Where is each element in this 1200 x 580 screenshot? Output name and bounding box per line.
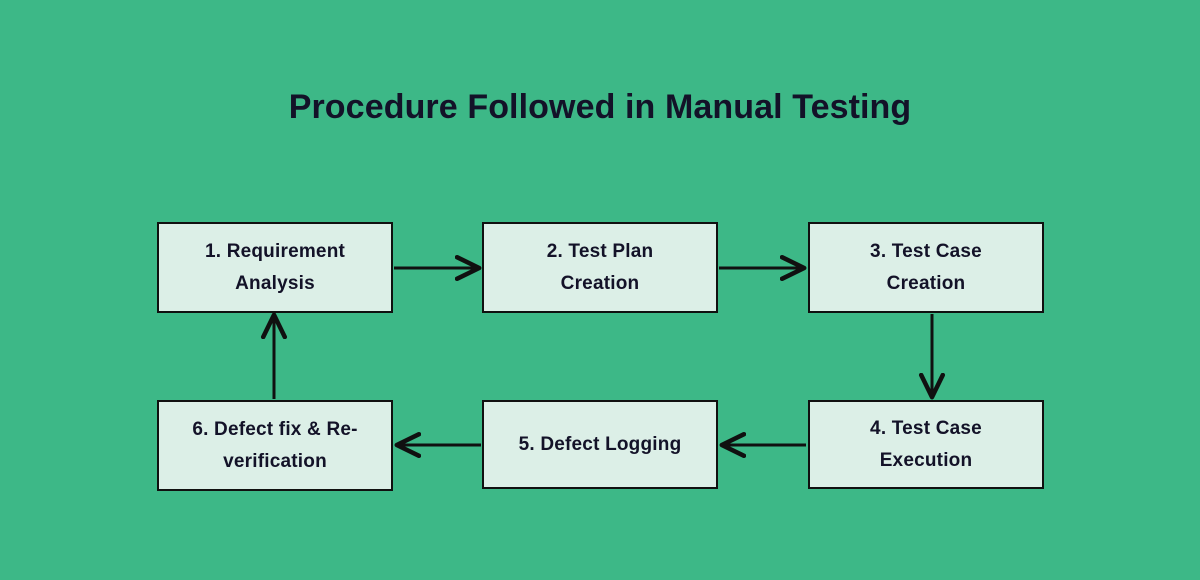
flow-node-label: 1. Requirement Analysis <box>204 240 346 294</box>
flow-node-test-plan-creation[interactable]: 2. Test Plan Creation <box>482 222 718 313</box>
flow-node-test-case-creation[interactable]: 3. Test Case Creation <box>808 222 1044 313</box>
flow-node-defect-fix-reverification[interactable]: 6. Defect fix & Re- verification <box>157 400 393 491</box>
flow-node-label: 5. Defect Logging <box>518 433 682 455</box>
page-title: Procedure Followed in Manual Testing <box>288 88 912 126</box>
flow-node-label: 2. Test Plan Creation <box>546 240 654 294</box>
flow-node-requirement-analysis[interactable]: 1. Requirement Analysis <box>157 222 393 313</box>
flow-node-defect-logging[interactable]: 5. Defect Logging <box>482 400 718 489</box>
flow-node-label: 6. Defect fix & Re- verification <box>192 418 358 472</box>
flow-node-label: 4. Test Case Execution <box>870 417 982 471</box>
flow-node-test-case-execution[interactable]: 4. Test Case Execution <box>808 400 1044 489</box>
flow-node-label: 3. Test Case Creation <box>870 240 982 294</box>
